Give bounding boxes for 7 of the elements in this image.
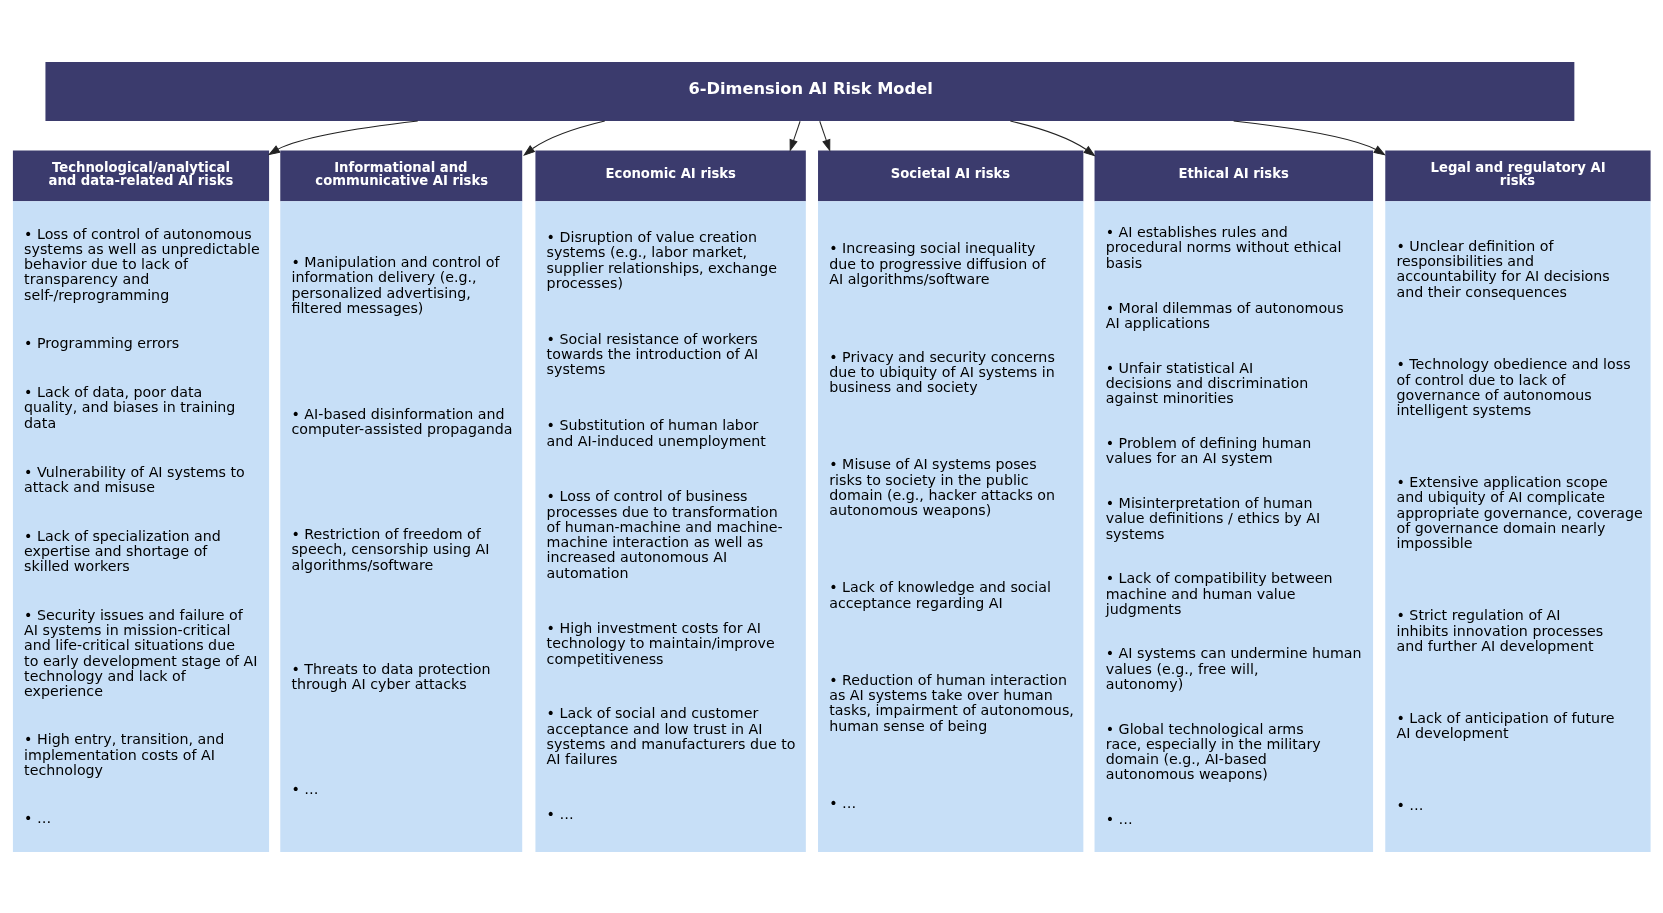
arrow [789,120,801,152]
arrow [267,120,419,155]
arrow [819,120,831,152]
node-box: 6-Dimension AI Risk Model [45,61,1575,121]
arrow [1233,120,1386,156]
arrow [1009,120,1096,157]
arrow [523,120,606,156]
